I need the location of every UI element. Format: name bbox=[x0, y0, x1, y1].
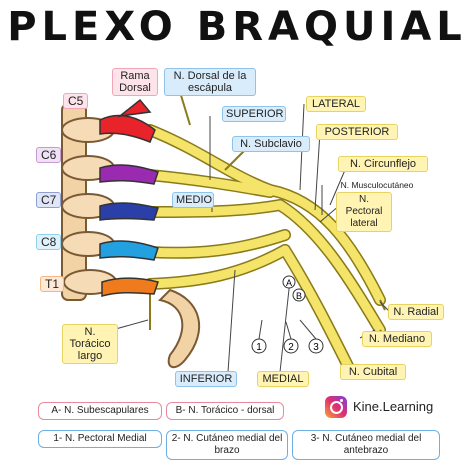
root-c7 bbox=[99, 202, 159, 221]
root-c6 bbox=[99, 164, 159, 185]
marker-a-circle bbox=[282, 275, 296, 289]
trunk-superior bbox=[145, 125, 275, 195]
root-label-c8: C8 bbox=[36, 234, 62, 250]
label-superior: SUPERIOR bbox=[222, 106, 286, 122]
legend-b: B- N. Torácico - dorsal bbox=[166, 402, 284, 420]
marker-3: 3 bbox=[313, 342, 319, 353]
root-t1 bbox=[101, 277, 159, 297]
label-rama-dorsal: Rama Dorsal bbox=[112, 68, 158, 96]
marker-b: B bbox=[296, 291, 302, 301]
legend-n3: 3- N. Cutáneo medial del antebrazo bbox=[292, 430, 440, 460]
legend-a: A- N. Subescapulares bbox=[38, 402, 162, 420]
label-posterior: POSTERIOR bbox=[316, 124, 398, 140]
page-title: PLEXO BRAQUIAL bbox=[7, 4, 467, 50]
cord-lateral bbox=[265, 185, 385, 305]
legend-n2: 2- N. Cutáneo medial del brazo bbox=[166, 430, 288, 460]
label-inferior: INFERIOR bbox=[175, 371, 237, 387]
label-lateral: LATERAL bbox=[306, 96, 366, 112]
marker-a: A bbox=[286, 278, 292, 288]
marker-2: 2 bbox=[288, 342, 294, 353]
label-n-musculocutaneo: N. Musculocutáneo bbox=[340, 180, 414, 190]
cord-medial bbox=[280, 245, 355, 375]
trunk-medio bbox=[145, 200, 285, 217]
trunk-c6 bbox=[145, 170, 275, 197]
branch-subclavio bbox=[224, 149, 246, 171]
markers-ab: A B bbox=[282, 275, 306, 302]
label-n-cubital: N. Cubital bbox=[340, 364, 406, 380]
trunk-inferior bbox=[145, 245, 290, 289]
label-medial: MEDIAL bbox=[257, 371, 309, 387]
root-label-c5: C5 bbox=[63, 93, 89, 109]
first-rib bbox=[157, 288, 201, 369]
root-c8 bbox=[99, 240, 159, 261]
legend-n1: 1- N. Pectoral Medial bbox=[38, 430, 162, 448]
marker-1: 1 bbox=[256, 342, 262, 353]
label-n-pectoral-lateral: N. Pectoral lateral bbox=[336, 192, 392, 232]
markers-123: 1 2 3 bbox=[251, 319, 324, 354]
trunk-c8 bbox=[145, 230, 290, 258]
brand: Kine.Learning bbox=[325, 396, 455, 420]
label-n-mediano: N. Mediano bbox=[362, 331, 432, 347]
instagram-icon bbox=[325, 396, 347, 418]
rama-dorsal-shape bbox=[117, 98, 152, 118]
label-n-dorsal-escapula: N. Dorsal de la escápula bbox=[164, 68, 256, 96]
label-n-toracico-largo: N. Torácico largo bbox=[62, 324, 118, 364]
marker-b-circle bbox=[292, 288, 306, 302]
cord-posterior bbox=[275, 200, 385, 335]
label-medio: MEDIO bbox=[172, 192, 214, 208]
root-label-c7: C7 bbox=[36, 192, 62, 208]
label-n-radial: N. Radial bbox=[388, 304, 444, 320]
root-label-c6: C6 bbox=[36, 147, 62, 163]
nerve-trunks bbox=[145, 125, 385, 375]
brand-handle: Kine.Learning bbox=[353, 399, 434, 414]
root-label-t1: T1 bbox=[40, 276, 65, 292]
branch-dorsal-escapula bbox=[179, 91, 191, 126]
label-n-subclavio: N. Subclavio bbox=[232, 136, 310, 152]
roots bbox=[99, 98, 159, 297]
label-n-circunflejo: N. Circunflejo bbox=[338, 156, 428, 172]
